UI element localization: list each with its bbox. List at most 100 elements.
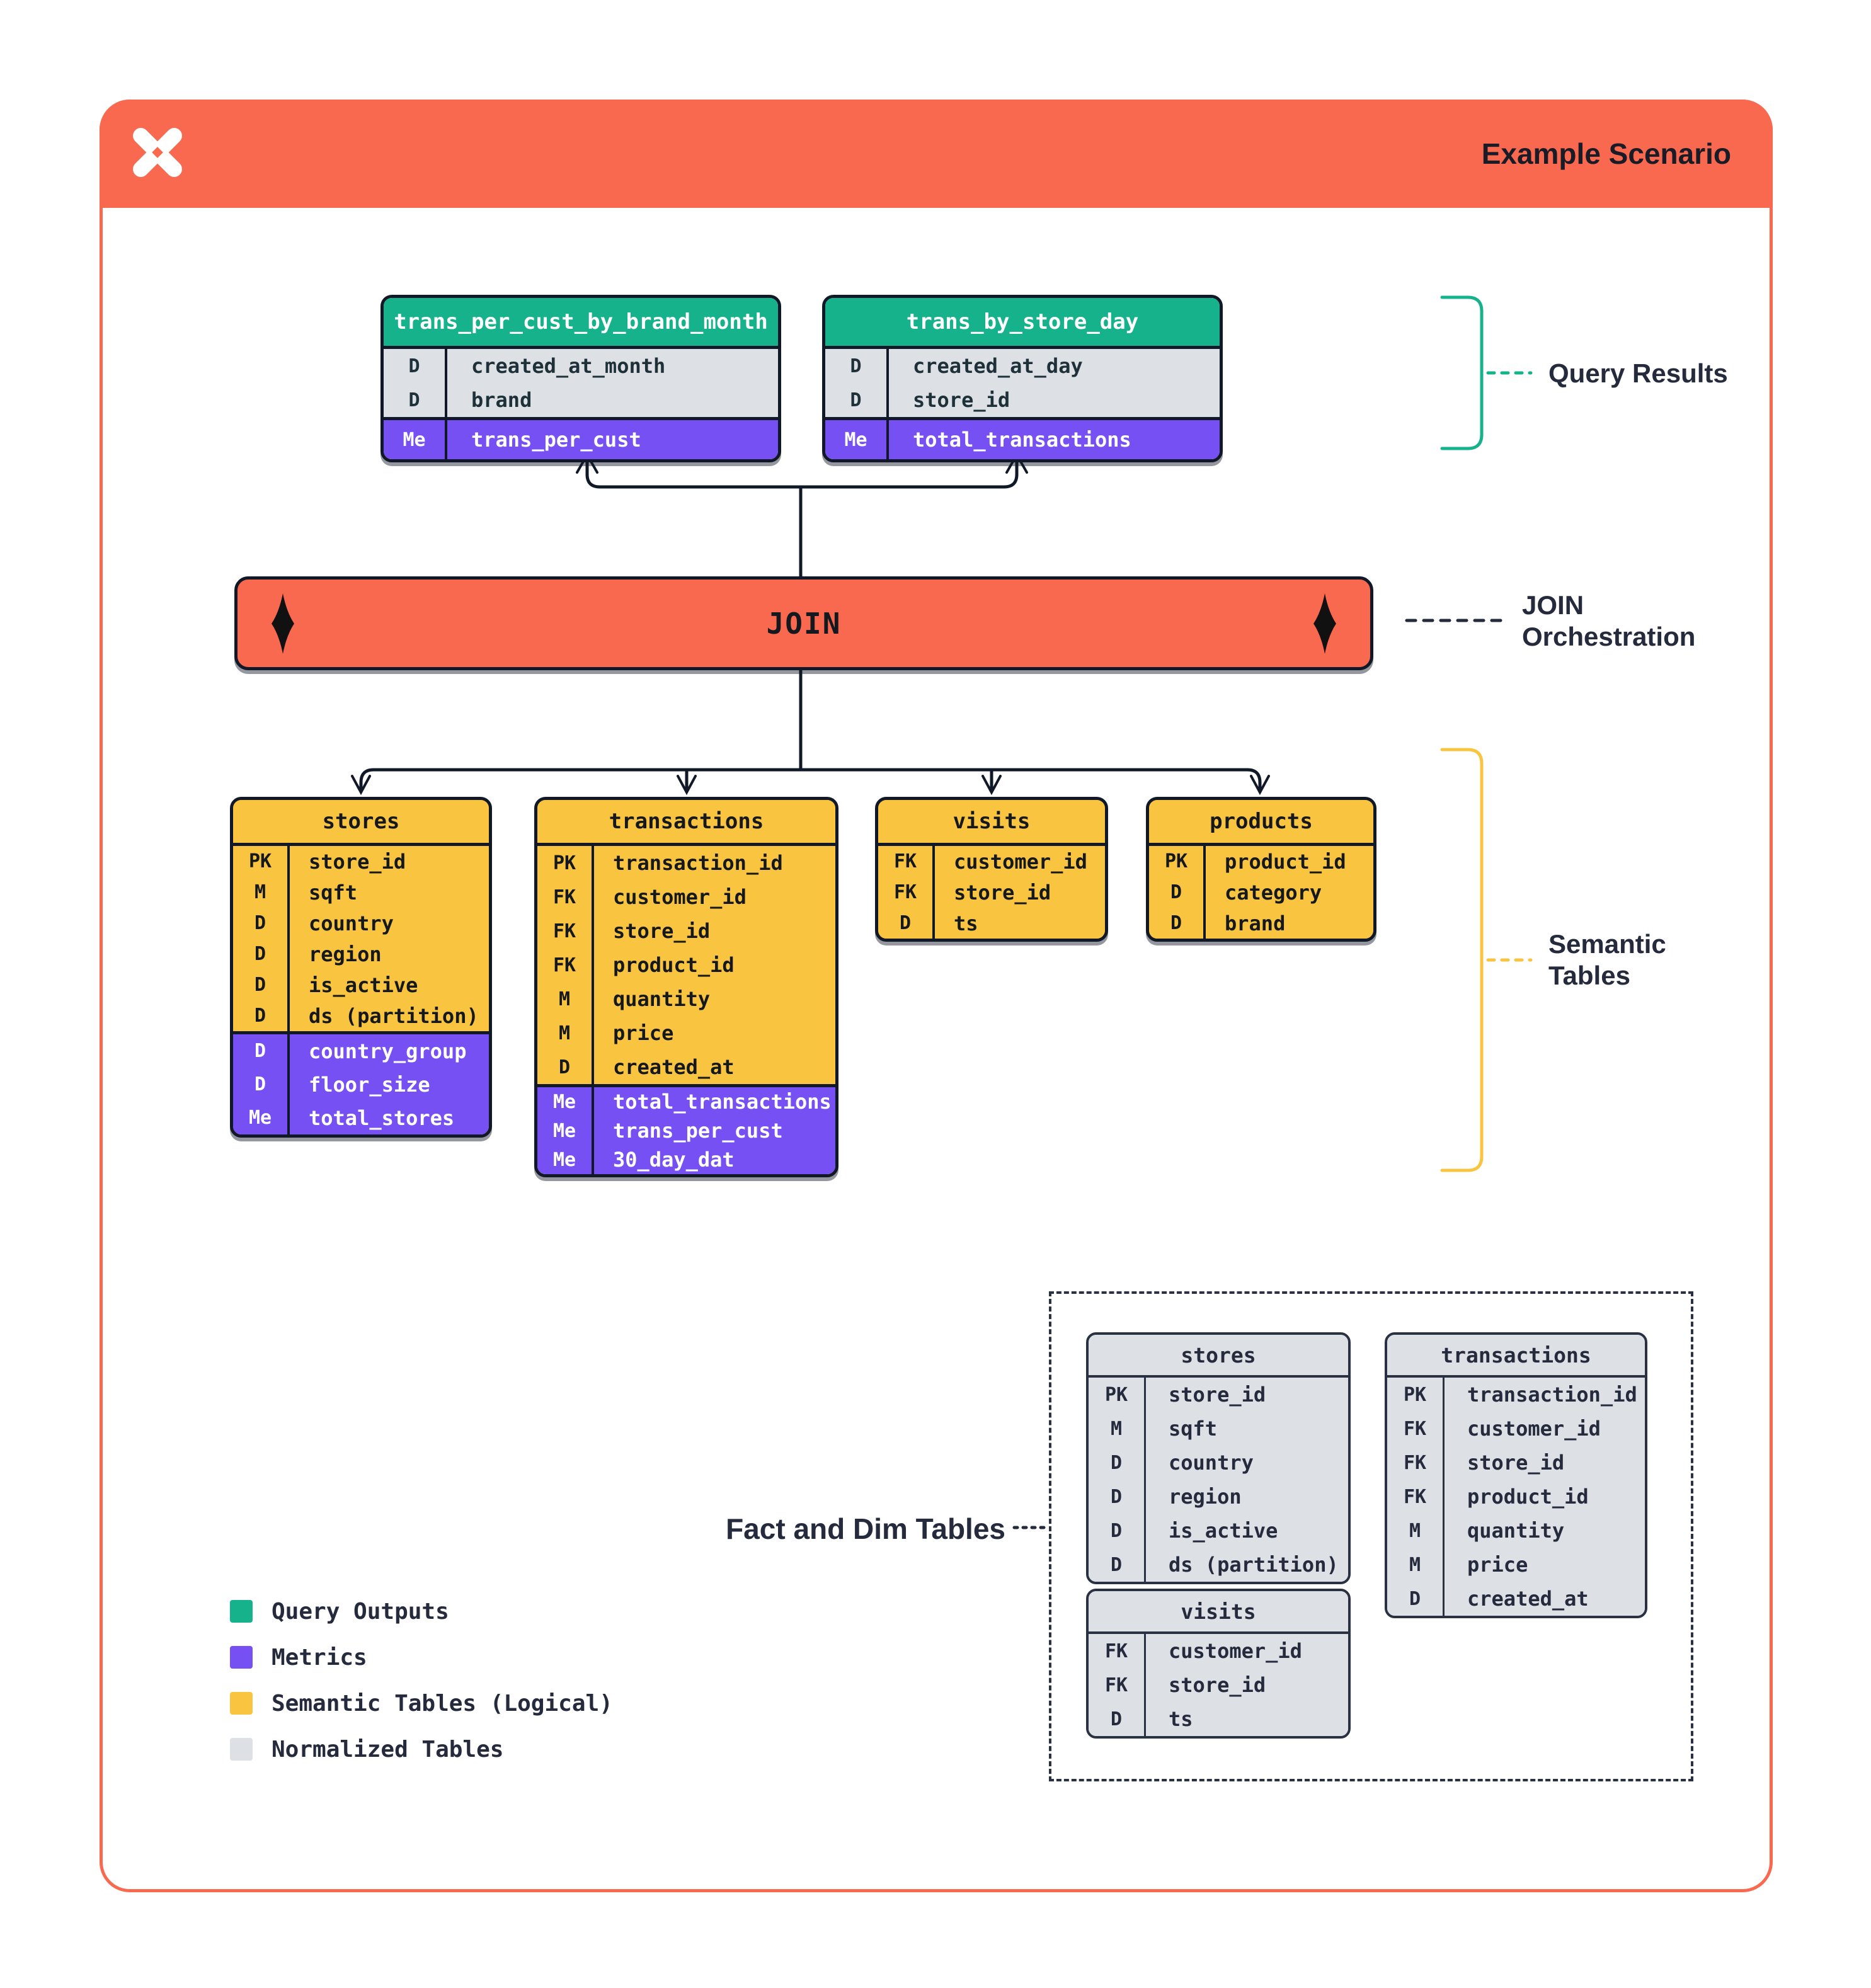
- legend-swatch: [230, 1600, 253, 1623]
- field-name: price: [1467, 1553, 1528, 1577]
- key-badge: M: [1387, 1514, 1445, 1548]
- legend-item: Semantic Tables (Logical): [230, 1691, 613, 1717]
- key-badge: D: [1149, 877, 1206, 908]
- legend-swatch: [230, 1646, 253, 1669]
- key-badge: FK: [537, 880, 594, 914]
- field-name: brand: [1225, 911, 1286, 935]
- field-name: sqft: [309, 880, 358, 905]
- table-row: FK store_id: [878, 877, 1105, 908]
- legend-label: Query Outputs: [272, 1598, 449, 1625]
- field-name: transaction_id: [1467, 1383, 1637, 1407]
- field-name: country: [309, 911, 394, 935]
- field-name: customer_id: [1467, 1417, 1601, 1441]
- legend-item: Normalized Tables: [230, 1737, 613, 1762]
- key-badge: D: [233, 939, 290, 969]
- table-row: PK store_id: [233, 846, 489, 877]
- key-badge: FK: [537, 914, 594, 948]
- field-name: store_id: [913, 388, 1010, 412]
- key-badge: D: [1387, 1582, 1445, 1616]
- key-badge: D: [233, 908, 290, 939]
- key-badge: D: [1089, 1548, 1146, 1582]
- key-badge: M: [537, 982, 594, 1016]
- table-title: visits: [1089, 1591, 1348, 1634]
- legend-swatch: [230, 1738, 253, 1761]
- join-orchestration-line2: Orchestration: [1522, 622, 1696, 651]
- semantic-tables-line2: Tables: [1548, 961, 1630, 990]
- field-name: created_at: [613, 1055, 735, 1079]
- key-badge: FK: [1387, 1412, 1445, 1446]
- field-name: is_active: [1169, 1519, 1278, 1543]
- field-name: store_id: [1169, 1673, 1266, 1697]
- field-name: total_transactions: [613, 1090, 832, 1114]
- field-name: store_id: [954, 880, 1051, 905]
- key-badge: FK: [1387, 1446, 1445, 1480]
- key-badge: D: [825, 383, 889, 417]
- key-badge: PK: [233, 846, 290, 877]
- field-name: created_at: [1467, 1587, 1589, 1611]
- key-badge: D: [1089, 1702, 1146, 1736]
- diamond-icon: [1313, 593, 1336, 654]
- legend-label: Metrics: [272, 1644, 367, 1671]
- key-badge: D: [878, 908, 935, 939]
- table-title: transactions: [1387, 1335, 1645, 1378]
- field-name: created_at_day: [913, 354, 1083, 378]
- page-title: Example Scenario: [1481, 137, 1731, 170]
- field-name: sqft: [1169, 1417, 1218, 1441]
- key-badge: PK: [1149, 846, 1206, 877]
- field-name: floor_size: [309, 1072, 430, 1097]
- legend-item: Metrics: [230, 1644, 613, 1671]
- query-results-label: Query Results: [1548, 358, 1728, 388]
- key-badge: D: [233, 1000, 290, 1031]
- card-header-bar: Example Scenario: [100, 100, 1773, 208]
- table-title: visits: [878, 800, 1105, 846]
- field-name: store_id: [1169, 1383, 1266, 1407]
- key-badge: M: [233, 877, 290, 908]
- field-name: customer_id: [613, 885, 747, 909]
- key-badge: D: [384, 383, 447, 417]
- field-name: customer_id: [1169, 1639, 1302, 1663]
- table-title: products: [1149, 800, 1373, 846]
- key-badge: PK: [1387, 1378, 1445, 1412]
- field-name: region: [309, 942, 382, 966]
- field-name: store_id: [309, 849, 406, 874]
- table-title: transactions: [537, 800, 835, 846]
- field-name: ds (partition): [309, 1003, 479, 1028]
- field-name: region: [1169, 1485, 1242, 1509]
- key-badge: FK: [878, 877, 935, 908]
